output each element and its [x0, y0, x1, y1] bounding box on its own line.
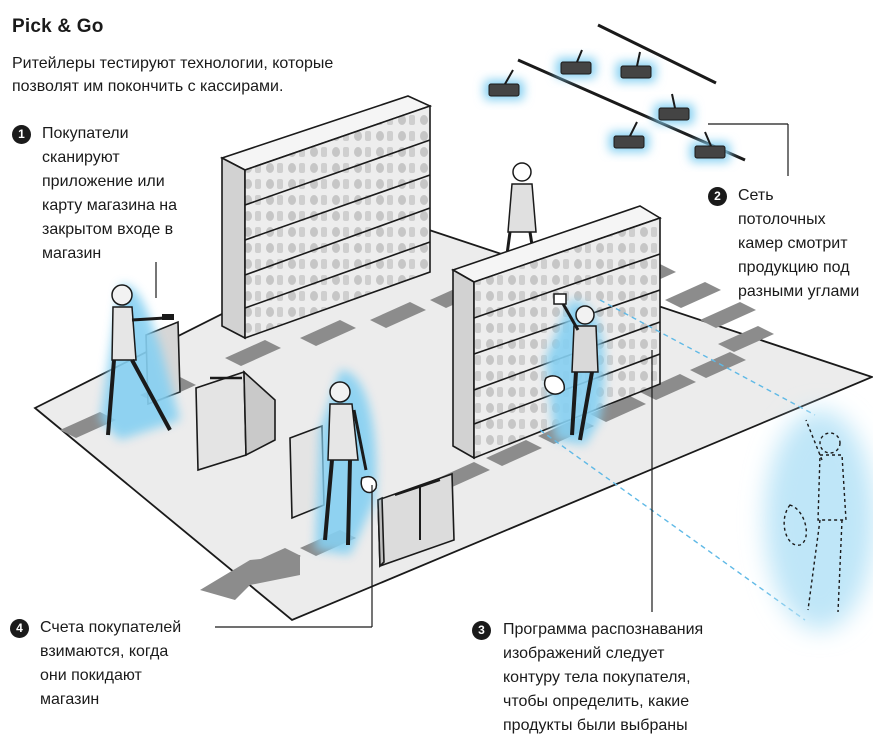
- page-title: Pick & Go: [12, 16, 104, 37]
- step-3-line: продукты были выбраны: [503, 717, 688, 734]
- step-2-line: Сеть: [738, 187, 774, 204]
- step-2-line: потолочных: [738, 211, 826, 228]
- step-3-line: Программа распознавания: [503, 621, 704, 638]
- body-contour-silhouette: [765, 410, 873, 630]
- step-2-text: Сеть потолочных камер смотрит продукцию …: [738, 184, 859, 304]
- exit-gate: [377, 472, 455, 568]
- subtitle-line: позволят им покончить с кассирами.: [12, 78, 284, 95]
- step-4-line: они покидают: [40, 667, 142, 684]
- step-2-badge: 2: [708, 187, 727, 206]
- step-4-line: взимаются, когда: [40, 643, 169, 660]
- step-4-text: Счета покупателей взимаются, когда они п…: [40, 616, 181, 712]
- step-2-line: продукцию под: [738, 259, 850, 276]
- step-1-text: Покупатели сканируют приложение или карт…: [42, 122, 177, 266]
- camera-icon: [616, 51, 656, 82]
- camera-icon: [556, 49, 596, 78]
- step-4-line: магазин: [40, 691, 100, 708]
- step-1-line: магазин: [42, 245, 102, 262]
- step-1-line: приложение или: [42, 173, 165, 190]
- step-4-badge: 4: [10, 619, 29, 638]
- step-3-line: контуру тела покупателя,: [503, 669, 691, 686]
- tracking-projection: [539, 299, 816, 621]
- camera-icon: [690, 131, 730, 162]
- step-1-line: сканируют: [42, 149, 120, 166]
- subtitle-line: Ритейлеры тестируют технологии, которые: [12, 55, 334, 72]
- step-1-badge: 1: [12, 125, 31, 144]
- step-1-line: карту магазина на: [42, 197, 178, 214]
- step-4-line: Счета покупателей: [40, 619, 182, 636]
- step-1-line: Покупатели: [42, 125, 129, 142]
- step-3-line: чтобы определить, какие: [503, 693, 690, 710]
- step-1-line: закрытом входе в: [42, 221, 174, 238]
- camera-icon: [654, 93, 694, 124]
- camera-icon: [609, 121, 649, 152]
- page-subtitle: Ритейлеры тестируют технологии, которые …: [12, 52, 412, 98]
- step-2-line: камер смотрит: [738, 235, 848, 252]
- ceiling-cameras: [484, 49, 730, 162]
- ceiling-camera-network: [517, 23, 789, 176]
- annotation-leaders: [155, 262, 653, 628]
- shelf-unit-back: [219, 95, 433, 340]
- step-3-badge: 3: [472, 621, 491, 640]
- shopper-scanning-entry: [100, 284, 180, 440]
- camera-icon: [484, 69, 524, 100]
- shopper-picking-product: [543, 293, 605, 445]
- step-2-line: разными углами: [738, 283, 860, 300]
- step-3-line: изображений следует: [503, 645, 665, 662]
- step-3-text: Программа распознавания изображений след…: [503, 618, 703, 738]
